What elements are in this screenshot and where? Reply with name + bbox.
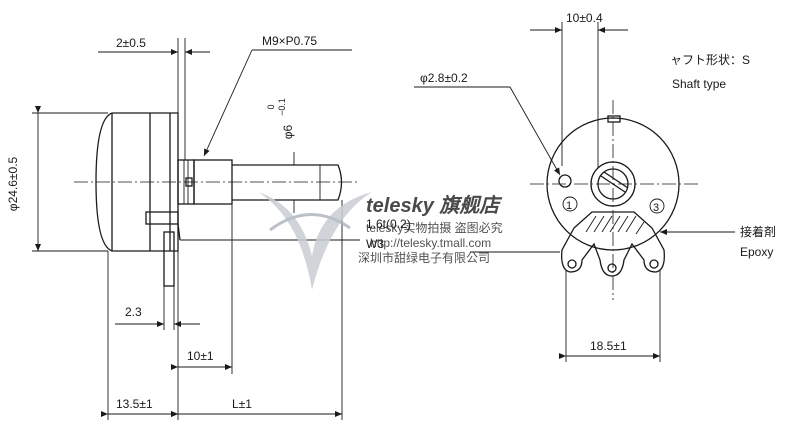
terminal-note-2: W3 — [366, 237, 384, 251]
hole-diameter-label: φ2.8±0.2 — [420, 71, 468, 85]
terminal-3-number: 3 — [653, 202, 659, 214]
shaft-tol-lower: −0.1 — [277, 98, 287, 116]
terminal-span-label: 18.5±1 — [590, 339, 627, 353]
shaft-type-jp: ャフト形状：S — [670, 53, 750, 67]
watermark: telesky 旗舰店 telesky实物拍摄 盗图必究 http://tele… — [258, 192, 503, 290]
epoxy-hatch — [585, 215, 645, 235]
side-view: φ24.6±0.5 2±0.5 M9×P0.75 φ6 0 −0.1 2.3 1… — [6, 34, 411, 420]
watermark-line-1: telesky实物拍摄 盗图必究 — [366, 220, 503, 235]
shaft — [232, 164, 343, 201]
shaft-diameter-label: φ6 — [281, 124, 295, 139]
watermark-logo — [258, 192, 372, 290]
shaft-slot-label: 10±0.4 — [566, 11, 603, 25]
bushing-length-label: 10±1 — [187, 349, 214, 363]
watermark-line-2: http://telesky.tmall.com — [370, 236, 491, 250]
thread-label: M9×P0.75 — [262, 34, 317, 48]
shaft-type-en: Shaft type — [672, 77, 726, 91]
adhesive-jp: 接着剤 — [740, 224, 776, 239]
terminal-note-1: 1.6t(0.2) — [366, 217, 411, 231]
front-view: 1 3 10±0.4 ャフト形状：S Shaft type — [414, 11, 776, 362]
body-diameter-label: φ24.6±0.5 — [6, 156, 20, 211]
shaft-length-label: L±1 — [232, 397, 252, 411]
terminal-offset-label: 2.3 — [125, 305, 142, 319]
watermark-brand: telesky 旗舰店 — [366, 194, 502, 217]
terminal-block — [561, 211, 665, 277]
locating-hole — [558, 174, 572, 188]
shaft-tol-upper: 0 — [266, 104, 276, 109]
watermark-line-3: 深圳市甜绿电子有限公司 — [358, 250, 490, 265]
terminal-1-number: 1 — [566, 200, 572, 212]
bushing-width-label: 2±0.5 — [116, 36, 146, 50]
body-depth-label: 13.5±1 — [116, 397, 153, 411]
terminal — [163, 231, 175, 287]
adhesive-en: Epoxy — [740, 245, 773, 259]
